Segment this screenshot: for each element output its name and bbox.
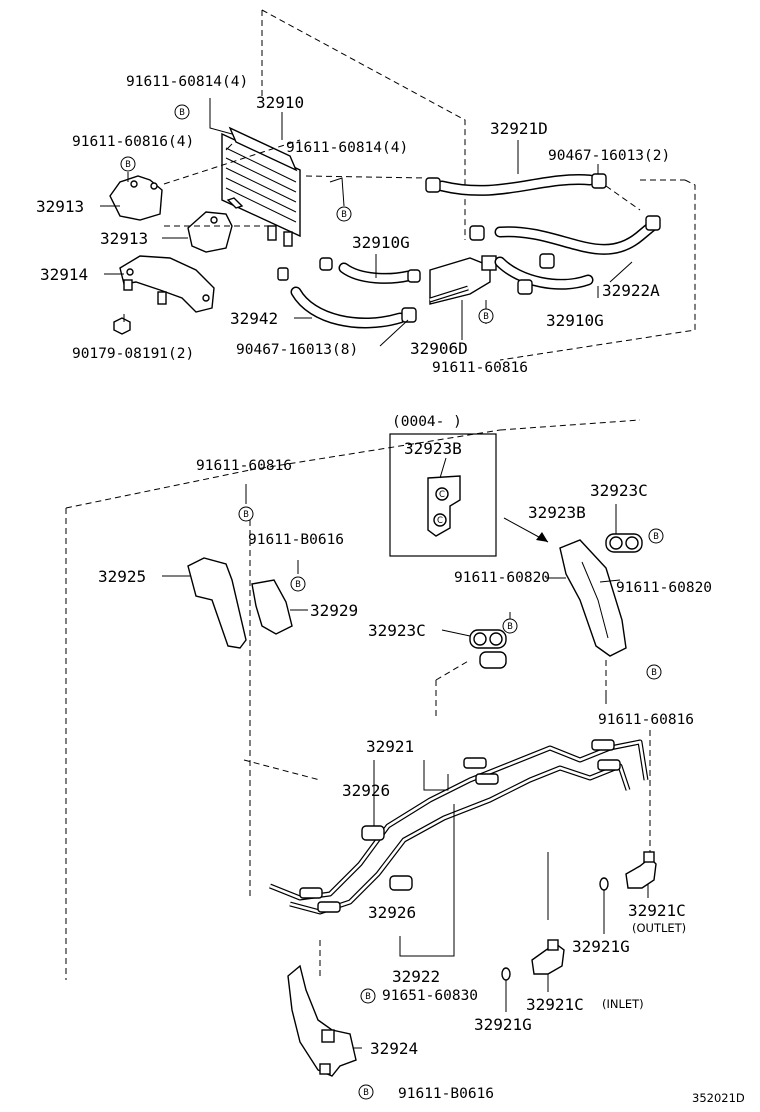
hose-32942 — [277, 267, 417, 329]
svg-text:B: B — [243, 510, 249, 520]
label-32913-a: 32913 — [36, 197, 84, 216]
svg-text:B: B — [653, 532, 659, 542]
label-32942: 32942 — [230, 309, 278, 328]
bracket-32925 — [162, 557, 247, 649]
label-32913-b: 32913 — [100, 229, 148, 248]
label-91611-60816-e: 91611-60816 — [598, 712, 694, 728]
lower-leaders — [245, 484, 649, 1049]
label-32922A: 32922A — [602, 281, 660, 300]
label-91611-B0616-a: 91611-B0616 — [248, 532, 344, 548]
label-90467-16013-2: 90467-16013(2) — [548, 148, 670, 164]
b-circle-icons: B B B B B B B B B B B — [120, 104, 664, 1100]
label-91611-60820-b: 91611-60820 — [616, 580, 712, 596]
label-32924: 32924 — [370, 1039, 418, 1058]
hose-32921D — [425, 173, 607, 196]
b-circle-icon: B — [238, 506, 254, 522]
inset-c-mark: C — [439, 490, 445, 500]
label-32921C-outlet: 32921C — [628, 901, 686, 920]
bracket-32923B — [559, 539, 627, 657]
svg-text:B: B — [179, 108, 185, 118]
label-32923C-a: 32923C — [590, 481, 648, 500]
label-91611-60816-4: 91611-60816(4) — [72, 134, 194, 150]
svg-text:B: B — [651, 668, 657, 678]
inset-c-mark: C — [437, 516, 443, 526]
label-32923B-inset: 32923B — [404, 439, 462, 458]
upper-leaders — [100, 98, 641, 347]
label-32921C-inlet: 32921C — [526, 995, 584, 1014]
label-32921D: 32921D — [490, 119, 548, 138]
b-circle-icon: B — [648, 528, 664, 544]
label-32910G-b: 32910G — [546, 311, 604, 330]
clamp-32923C-right — [605, 504, 643, 553]
clamp-32923C-left — [441, 629, 507, 669]
label-32922: 32922 — [392, 967, 440, 986]
sleeve-32926-a — [361, 825, 385, 841]
b-circle-icon: B — [360, 988, 376, 1004]
label-91611-60816-c: 91611-60816 — [432, 360, 528, 376]
svg-text:B: B — [483, 312, 489, 322]
upper-boundary — [261, 9, 696, 361]
b-circle-icon: B — [120, 156, 136, 172]
label-32926-b: 32926 — [368, 903, 416, 922]
oil-cooler-32910 — [221, 126, 301, 247]
bracket-32913-upper — [109, 175, 163, 221]
label-91611-60820-a: 91611-60820 — [454, 570, 550, 586]
label-32926-a: 32926 — [342, 781, 390, 800]
label-32923C-b: 32923C — [368, 621, 426, 640]
b-circle-icon: B — [290, 576, 306, 592]
hose-32910G-a — [319, 257, 421, 284]
svg-text:B: B — [365, 992, 371, 1002]
label-32921G-a: 32921G — [572, 937, 630, 956]
b-circle-icon: B — [358, 1084, 374, 1100]
svg-text:B: B — [295, 580, 301, 590]
tube-32921-32922 — [269, 739, 649, 915]
label-91611-60816-d: 91611-60816 — [196, 458, 292, 474]
o-rings-32921G — [501, 877, 609, 981]
part-labels: 91611-60814(4) 32910 91611-60816(4) 9161… — [36, 74, 745, 1105]
bracket-32914 — [119, 255, 215, 313]
label-32910: 32910 — [256, 93, 304, 112]
label-91651-60830: 91651-60830 — [382, 988, 478, 1004]
union-32906D — [429, 255, 497, 305]
b-circle-icon: B — [174, 104, 190, 120]
label-90467-16013-8: 90467-16013(8) — [236, 342, 358, 358]
svg-text:B: B — [363, 1088, 369, 1098]
inset-box — [389, 433, 497, 557]
label-32914: 32914 — [40, 265, 88, 284]
label-32921: 32921 — [366, 737, 414, 756]
b-circle-icon: B — [646, 664, 662, 680]
fitting-32921C-inlet — [531, 939, 565, 975]
svg-text:B: B — [125, 160, 131, 170]
drawing-code: 352021D — [692, 1091, 745, 1105]
label-91611-60814-4-top: 91611-60814(4) — [126, 74, 248, 90]
label-inlet: (INLET) — [602, 997, 644, 1011]
label-32921G-b: 32921G — [474, 1015, 532, 1034]
fitting-32921C-outlet — [625, 851, 657, 889]
svg-text:B: B — [341, 210, 347, 220]
label-32923B: 32923B — [528, 503, 586, 522]
bracket-32929 — [251, 579, 308, 635]
hose-32922A — [469, 215, 661, 269]
bracket-32924 — [287, 964, 357, 1077]
label-91611-B0616-b: 91611-B0616 — [398, 1086, 494, 1102]
b-circle-icon: B — [336, 206, 352, 222]
bracket-32913-lower — [187, 211, 233, 253]
svg-text:B: B — [507, 622, 513, 632]
label-32910G-a: 32910G — [352, 233, 410, 252]
label-outlet: (OUTLET) — [632, 921, 686, 935]
label-0004: (0004- ) — [392, 414, 462, 430]
b-circle-icon: B — [478, 308, 494, 324]
bolt-90179 — [113, 317, 131, 335]
hose-32910G-b — [494, 256, 594, 295]
b-circle-icon: B — [502, 618, 518, 634]
label-32906D: 32906D — [410, 339, 468, 358]
sleeve-32926-b — [389, 875, 413, 891]
label-32925: 32925 — [98, 567, 146, 586]
label-91611-60814-4-mid: 91611-60814(4) — [286, 140, 408, 156]
label-90179-08191-2: 90179-08191(2) — [72, 346, 194, 362]
label-32929: 32929 — [310, 601, 358, 620]
inset-arrow — [503, 517, 549, 543]
